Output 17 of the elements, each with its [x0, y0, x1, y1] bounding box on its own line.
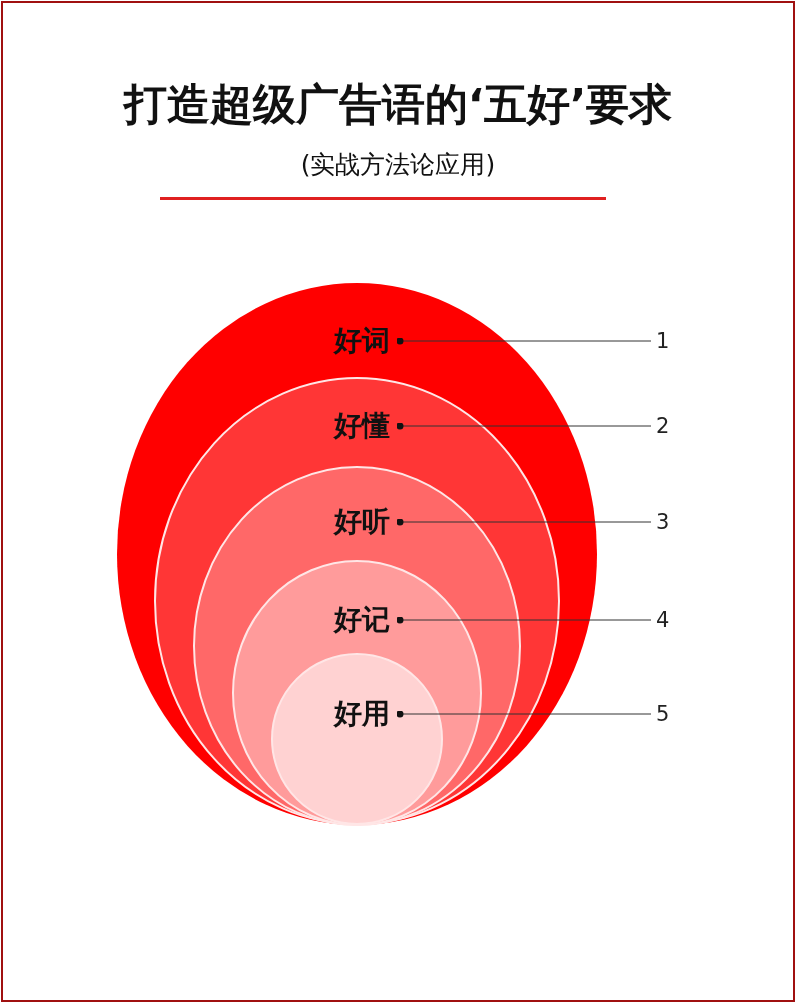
subtitle: (实战方法论应用) [299, 149, 497, 181]
layer-label: 好词 [334, 324, 390, 358]
callout-number: 1 [656, 329, 670, 353]
callout-number: 5 [656, 702, 670, 726]
leader-line [396, 518, 652, 526]
layer-label: 好记 [334, 603, 390, 637]
layer-label: 好听 [334, 505, 390, 539]
callout-number: 2 [656, 414, 670, 438]
leader-line [396, 616, 652, 624]
leader-line [396, 337, 652, 345]
callout-number: 3 [656, 510, 670, 534]
title: 打造超级广告语的‘五好’要求 [122, 78, 674, 131]
callout-number: 4 [656, 608, 670, 632]
layer-label: 好懂 [334, 409, 390, 443]
leader-line [396, 710, 652, 718]
leader-line [396, 422, 652, 430]
layer-label: 好用 [334, 697, 390, 731]
